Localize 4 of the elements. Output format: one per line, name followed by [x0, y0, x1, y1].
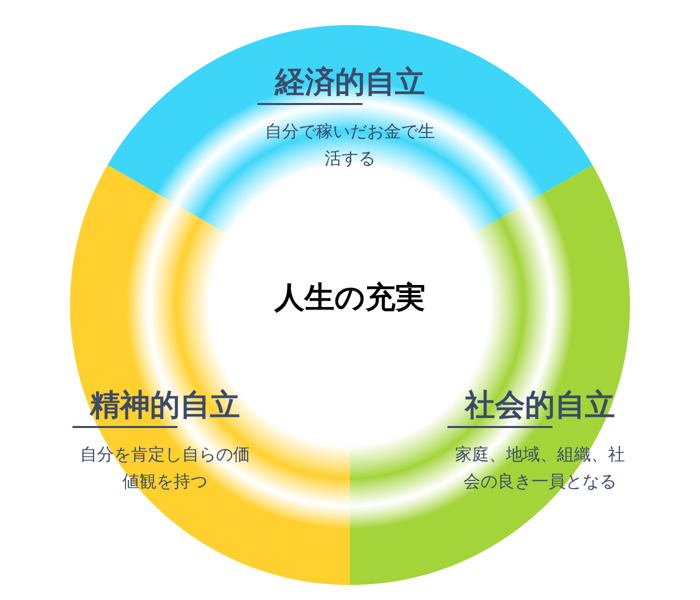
segment-heading: 経済的自立: [275, 64, 425, 102]
segment-heading: 精神的自立: [90, 387, 240, 425]
segment-description: 自分で稼いだお金で生活する: [264, 121, 436, 172]
center-title: 人生の充実: [274, 280, 426, 318]
